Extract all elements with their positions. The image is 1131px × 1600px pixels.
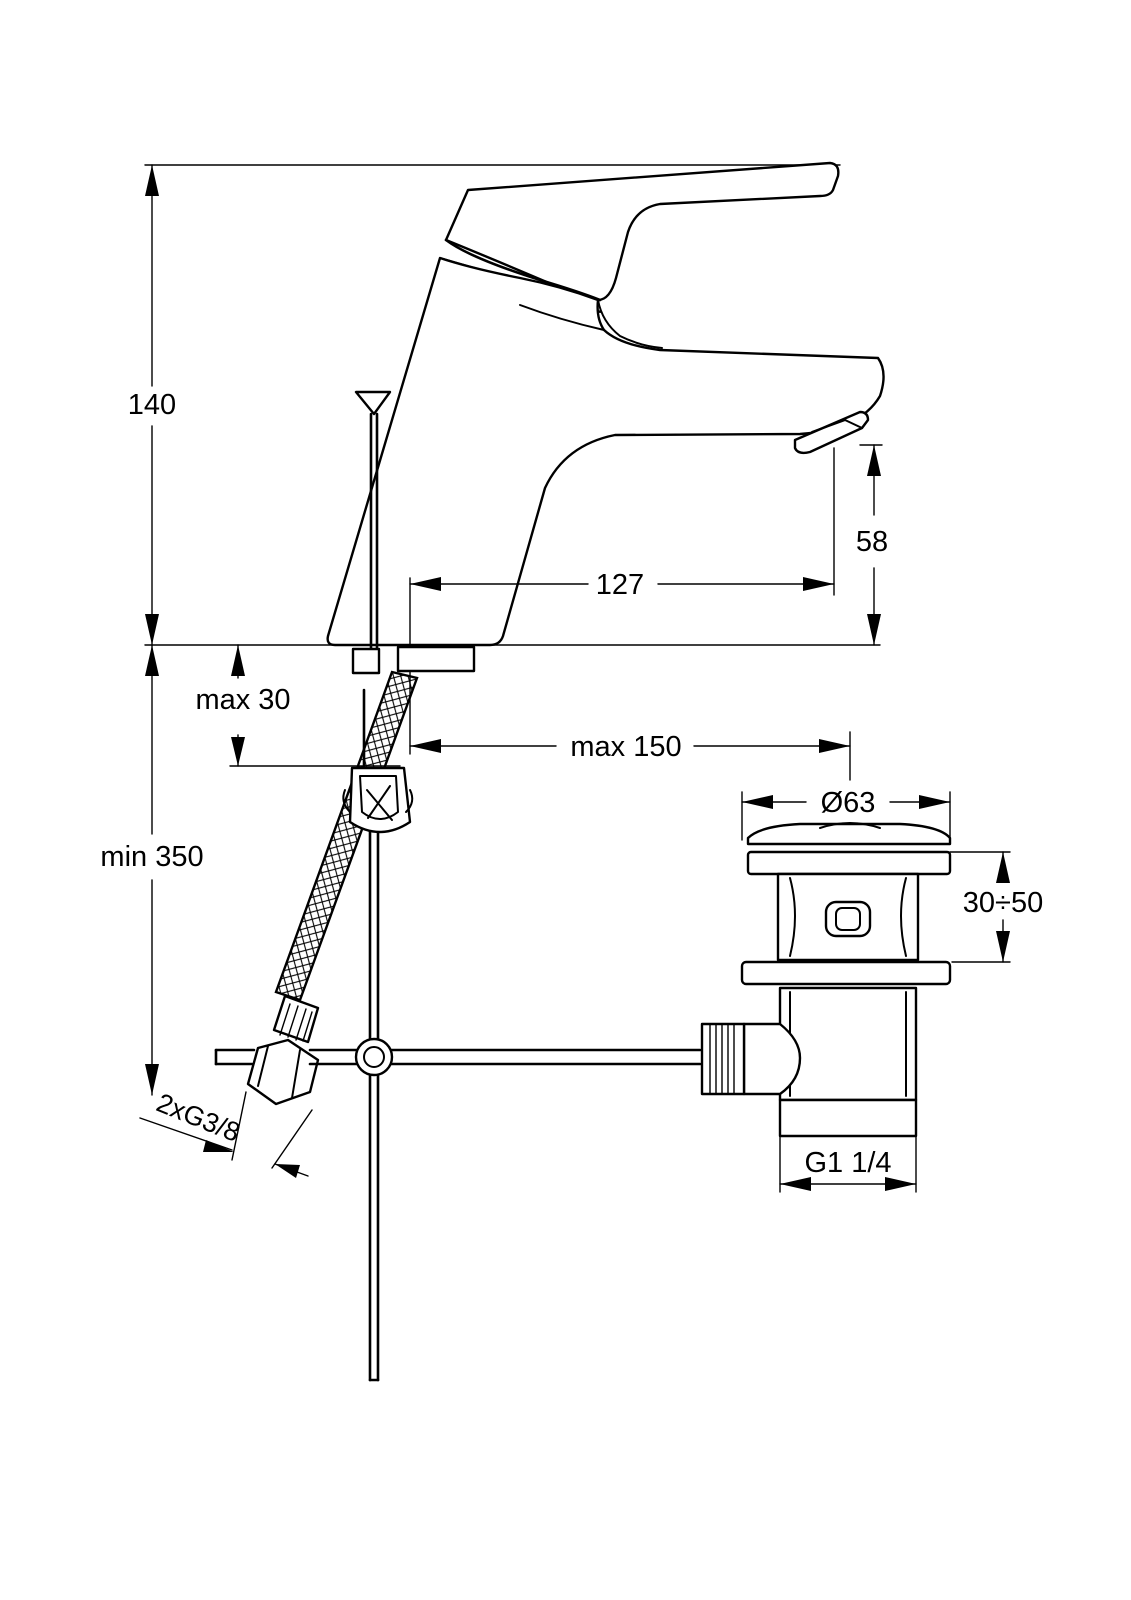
rod-clip bbox=[342, 766, 414, 834]
dimension-waste-thread: G1 1/4 bbox=[779, 1135, 917, 1193]
horizontal-rod bbox=[308, 1037, 702, 1077]
dim-label-min-350: min 350 bbox=[100, 841, 203, 873]
dimension-waste-diameter: Ø63 bbox=[741, 787, 951, 841]
dimension-spout-height: 58 bbox=[833, 444, 888, 646]
dim-label-g1-1-4: G1 1/4 bbox=[804, 1147, 891, 1179]
dim-label-140: 140 bbox=[128, 389, 176, 421]
rod-vertical bbox=[368, 798, 380, 1382]
dimension-min-hose: min 350 bbox=[100, 644, 204, 1096]
dimension-waste-height: 30÷50 bbox=[949, 851, 1043, 963]
dim-label-127: 127 bbox=[596, 569, 644, 601]
popup-rod bbox=[351, 390, 392, 675]
dimension-max-deck: max 30 bbox=[195, 644, 401, 767]
lever-handle bbox=[444, 161, 840, 302]
dimension-max-reach: max 150 bbox=[409, 671, 851, 781]
dim-label-30-50: 30÷50 bbox=[963, 887, 1043, 919]
waste-plug bbox=[746, 822, 952, 846]
dim-label-58: 58 bbox=[856, 526, 888, 558]
waste-assembly bbox=[700, 822, 952, 1138]
dim-label-max-30: max 30 bbox=[195, 684, 290, 716]
dimension-spout-reach: 127 bbox=[409, 569, 835, 646]
dimension-height-total: 140 bbox=[128, 164, 841, 646]
faucet-main-body bbox=[326, 256, 885, 647]
hose-fitting bbox=[214, 994, 320, 1106]
fixing-nut bbox=[396, 645, 476, 673]
dim-label-max-150: max 150 bbox=[570, 731, 681, 763]
faucet-body bbox=[326, 161, 885, 647]
dim-label-diameter: Ø63 bbox=[821, 787, 876, 819]
flex-hose bbox=[274, 670, 419, 1002]
